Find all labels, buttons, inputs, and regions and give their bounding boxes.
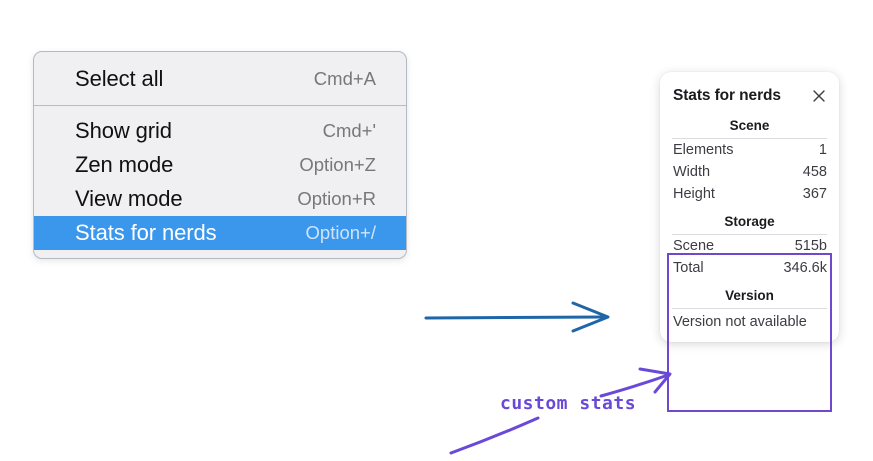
menu-item-shortcut: Option+Z (299, 154, 376, 175)
menu-section-2: Show grid Cmd+' Zen mode Option+Z View m… (34, 106, 406, 258)
stats-section-storage: Storage Scene 515b Total 346.6k (660, 205, 839, 279)
section-heading: Storage (724, 214, 775, 229)
menu-item-shortcut: Option+/ (305, 222, 376, 243)
menu-section-1: Select all Cmd+A (34, 52, 406, 105)
menu-item-label: Stats for nerds (75, 220, 217, 245)
stat-key: Elements (673, 142, 734, 158)
menu-item-zen-mode[interactable]: Zen mode Option+Z (34, 148, 406, 182)
stats-section-version: Version Version not available (660, 279, 839, 331)
stat-value: 346.6k (783, 260, 827, 276)
panel-title: Stats for nerds (673, 87, 781, 104)
version-value: Version not available (673, 314, 807, 330)
stat-row: Height 367 (660, 183, 839, 205)
stat-key: Width (673, 164, 711, 180)
menu-divider (34, 105, 406, 106)
stats-section-scene: Scene Elements 1 Width 458 Height 367 (660, 109, 839, 205)
section-divider (672, 138, 827, 139)
stat-key: Scene (673, 238, 715, 254)
stat-row: Width 458 (660, 161, 839, 183)
stat-row: Elements 1 (660, 139, 839, 161)
stats-for-nerds-panel[interactable]: Stats for nerds Scene Elements 1 Width 4… (660, 72, 839, 412)
menu-item-shortcut: Option+R (297, 188, 376, 209)
menu-item-shortcut: Cmd+A (313, 68, 376, 89)
canvas-context-menu[interactable]: Select all Cmd+A Show grid Cmd+' Zen mod… (33, 51, 407, 259)
menu-item-label: Zen mode (75, 152, 174, 177)
stat-key: Total (673, 260, 704, 276)
close-icon[interactable] (811, 88, 827, 104)
menu-item-stats-for-nerds[interactable]: Stats for nerds Option+/ (34, 216, 406, 250)
menu-item-select-all[interactable]: Select all Cmd+A (34, 62, 406, 96)
panel-header: Stats for nerds (660, 83, 839, 109)
stat-value: 515b (794, 238, 827, 254)
menu-item-view-mode[interactable]: View mode Option+R (34, 182, 406, 216)
section-divider (672, 234, 827, 235)
menu-item-show-grid[interactable]: Show grid Cmd+' (34, 114, 406, 148)
stat-value: 458 (802, 164, 827, 180)
menu-item-label: Show grid (75, 118, 172, 143)
menu-item-label: View mode (75, 186, 183, 211)
custom-stats-pointer-arrow-icon (599, 367, 672, 398)
section-heading: Version (725, 288, 774, 303)
custom-stats-annotation-label: custom stats (500, 393, 637, 414)
stat-value: 1 (818, 142, 827, 158)
menu-item-shortcut: Cmd+' (322, 120, 376, 141)
stat-key: Height (673, 186, 715, 202)
menu-item-label: Select all (75, 66, 164, 91)
section-heading: Scene (729, 118, 770, 133)
stat-value: 367 (802, 186, 827, 202)
stat-row: Total 346.6k (660, 257, 839, 279)
annotation-underline-stroke (449, 416, 540, 455)
section-divider (672, 308, 827, 309)
flow-arrow-icon (424, 301, 610, 333)
stat-row: Scene 515b (660, 235, 839, 257)
